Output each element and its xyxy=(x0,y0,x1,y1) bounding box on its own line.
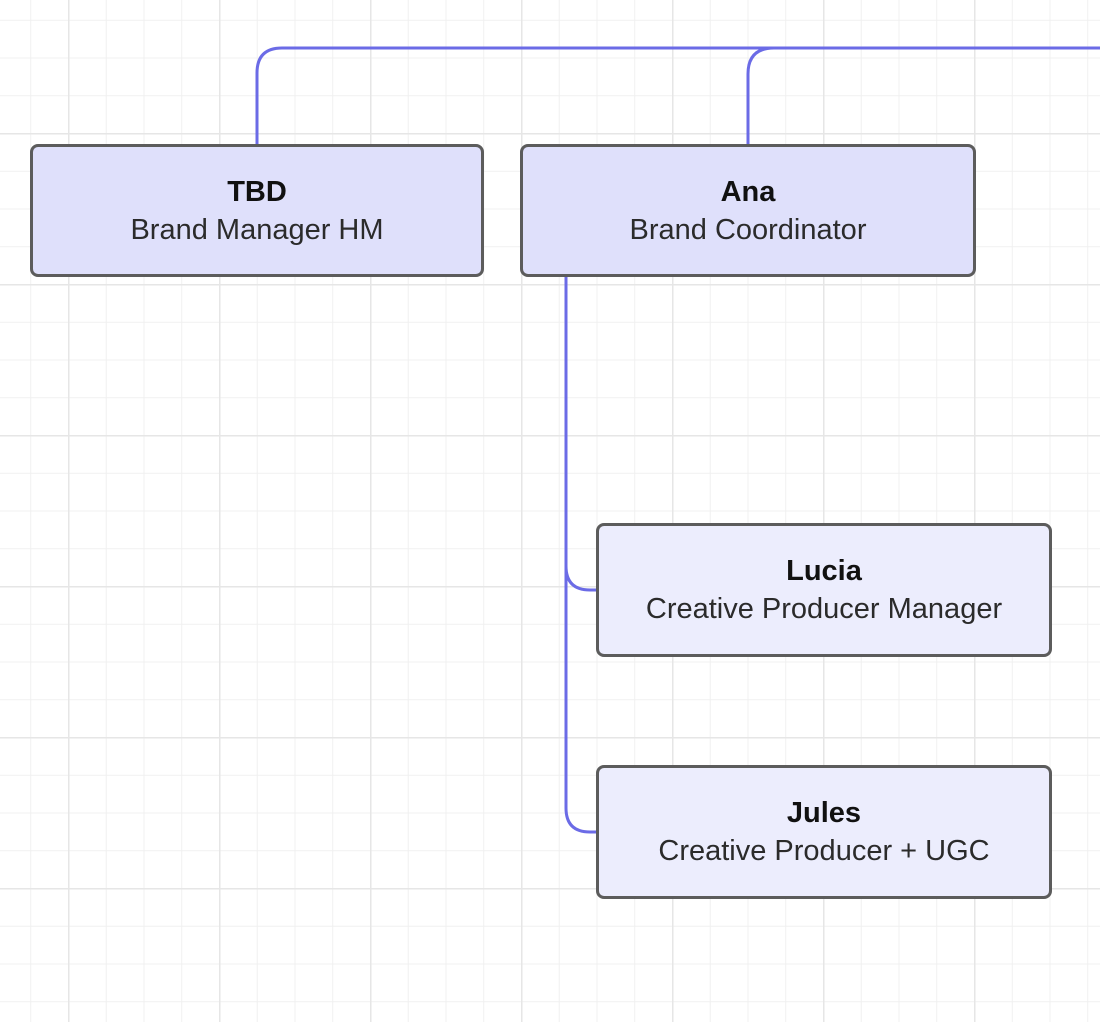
connector-ana-to-lucia xyxy=(564,277,596,592)
connector-ana-to-jules xyxy=(564,566,596,834)
node-title: Brand Coordinator xyxy=(629,213,867,246)
node-name: Jules xyxy=(786,797,862,829)
node-name: TBD xyxy=(227,175,287,208)
connector-parent-to-ana xyxy=(746,46,775,144)
org-node-tbd[interactable]: TBD Brand Manager HM xyxy=(30,144,484,277)
node-title: Brand Manager HM xyxy=(130,213,384,246)
org-node-jules[interactable]: Jules Creative Producer + UGC xyxy=(596,765,1052,899)
node-name: Ana xyxy=(720,175,776,208)
org-node-ana[interactable]: Ana Brand Coordinator xyxy=(520,144,976,277)
org-node-lucia[interactable]: Lucia Creative Producer Manager xyxy=(596,523,1052,657)
connector-parent-to-tbd xyxy=(255,46,1100,144)
node-title: Creative Producer Manager xyxy=(645,593,1003,625)
node-name: Lucia xyxy=(786,555,862,587)
node-title: Creative Producer + UGC xyxy=(658,835,990,867)
